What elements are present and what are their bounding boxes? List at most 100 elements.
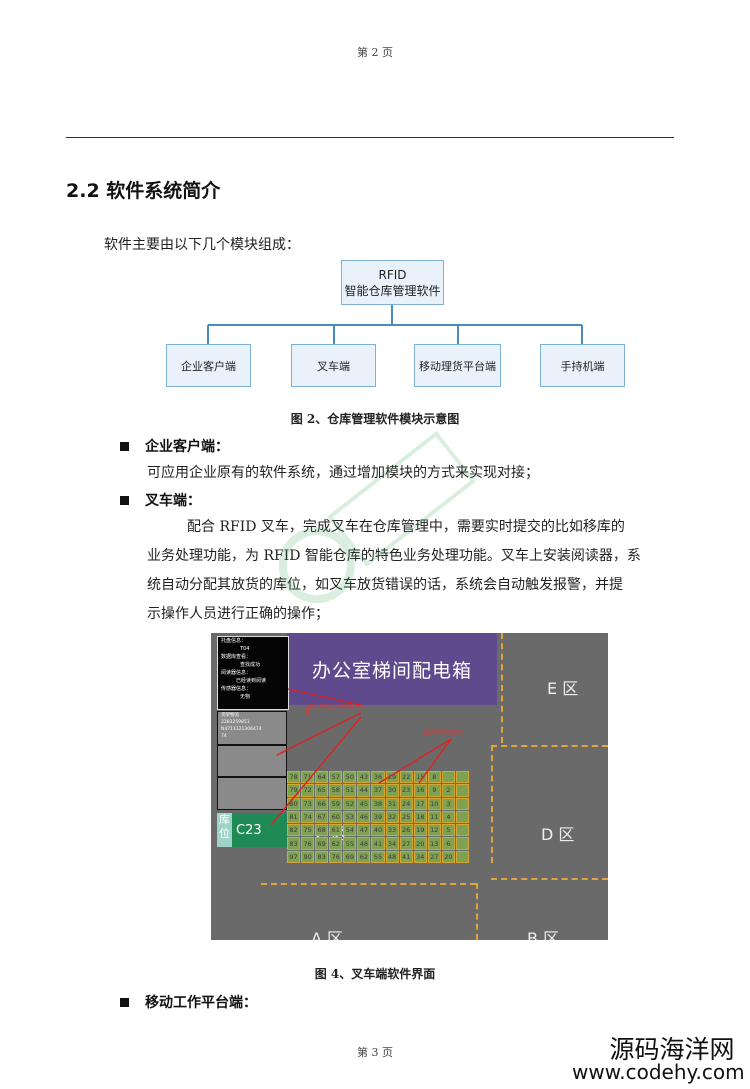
- panel-line: 阅读器信息：: [221, 670, 252, 676]
- grid-cell: [455, 837, 469, 850]
- grid-cell: 97: [287, 850, 301, 863]
- grid-cell: 48: [357, 837, 371, 850]
- grid-cell: 32: [385, 810, 399, 824]
- grid-cell: 74: [301, 810, 315, 824]
- grid-cell: 58: [329, 784, 343, 797]
- grid-cell: [455, 850, 469, 863]
- annotation-arrows: [270, 688, 452, 826]
- diagram-child-handheld: 手持机端: [540, 344, 625, 387]
- grid-cell: 25: [399, 810, 413, 824]
- grid-cell: 2: [441, 784, 455, 797]
- grid-cell: 12: [427, 824, 441, 837]
- grid-cell: 71: [301, 771, 315, 784]
- grid-cell: 62: [329, 837, 343, 850]
- grid-cell: 13: [427, 837, 441, 850]
- grid-cell: 9: [427, 784, 441, 797]
- grid-cell: 68: [315, 824, 329, 837]
- grid-cell: 8: [427, 771, 441, 784]
- root-line2: 智能仓库管理软件: [344, 283, 441, 298]
- grid-cell: 45: [357, 797, 371, 810]
- panel-line: 数据库查看：: [221, 654, 252, 660]
- zone-boundary: [476, 883, 478, 940]
- zone-d-label: D 区: [541, 825, 575, 844]
- grid-cell: 5: [441, 824, 455, 837]
- bullet-enterprise-title: 企业客户端：: [145, 439, 229, 455]
- grid-cell: 26: [399, 824, 413, 837]
- panel-line: 查找成功: [240, 662, 261, 668]
- panel-line: 货架物流: [221, 713, 239, 718]
- watermark-emblem-icon: [278, 430, 477, 604]
- page-number-top: 第 2 页: [357, 46, 393, 59]
- grid-cell: 40: [371, 824, 385, 837]
- tray-info-panel: 托盘信息： T04 数据库查看： 查找成功 阅读器信息： 已经读到阅读 传感器信…: [217, 636, 289, 710]
- grid-cell: 61: [329, 824, 343, 837]
- grid-cell: 67: [315, 810, 329, 824]
- grid-cell: 76: [329, 850, 343, 863]
- grid-cell: 20: [441, 850, 455, 863]
- panel-line: 无物: [240, 694, 251, 700]
- bullet-square-icon: [120, 495, 129, 505]
- zone-boundary: [261, 883, 476, 885]
- intro-text: 软件主要由以下几个模块组成：: [104, 237, 300, 253]
- grid-cell: 48: [385, 850, 399, 863]
- bullet-enterprise-text: 可应用企业原有的软件系统，通过增加模块的方式来实现对接；: [147, 465, 539, 481]
- watermark-logo: [248, 407, 495, 637]
- grid-cell: 10: [427, 797, 441, 810]
- grid-cell: 31: [385, 797, 399, 810]
- panel-line: N4711121306474: [221, 727, 262, 732]
- bullet-forklift: 叉车端：: [120, 490, 201, 510]
- grid-cell: [455, 771, 469, 784]
- grid-cell: 52: [343, 797, 357, 810]
- grid-cell: 69: [343, 850, 357, 863]
- grid-cell: 83: [287, 837, 301, 850]
- grid-cell: 64: [315, 771, 329, 784]
- grid-cell: 82: [287, 824, 301, 837]
- grid-cell: 19: [413, 824, 427, 837]
- grid-cell: 46: [357, 810, 371, 824]
- grid-cell: 30: [385, 784, 399, 797]
- grid-cell: 44: [357, 784, 371, 797]
- panel-line: 托盘信息：: [221, 638, 247, 644]
- grid-cell: 69: [315, 837, 329, 850]
- diagram-root-box: RFID 智能仓库管理软件: [341, 260, 444, 305]
- grid-cell: [455, 797, 469, 810]
- grid-cell: [455, 810, 469, 824]
- bullet-mobile-title: 移动工作平台端：: [145, 995, 257, 1011]
- grid-cell: 20: [413, 837, 427, 850]
- grid-cell: 66: [315, 797, 329, 810]
- empty-panel: [217, 777, 287, 810]
- grid-cell: 11: [427, 810, 441, 824]
- grid-cell: 73: [301, 797, 315, 810]
- slot-code: C23: [232, 813, 287, 847]
- grid-cell: 4: [441, 810, 455, 824]
- empty-panel: [217, 745, 287, 777]
- root-line1: RFID: [378, 267, 407, 282]
- grid-cell: 15: [413, 771, 427, 784]
- diagram-child-enterprise: 企业客户端: [166, 344, 251, 387]
- grid-cell: 37: [371, 784, 385, 797]
- page-number-bottom: 第 3 页: [357, 1046, 393, 1059]
- goods-info-panel: 货架物流 2283259851 N4711121306474 74: [217, 711, 287, 745]
- grid-cell: 55: [371, 850, 385, 863]
- grid-cell: 59: [329, 797, 343, 810]
- page-divider: [66, 137, 674, 138]
- grid-cell: 27: [399, 837, 413, 850]
- panel-line: 传感器信息：: [221, 686, 252, 692]
- grid-cell: [455, 784, 469, 797]
- grid-cell: 34: [413, 850, 427, 863]
- grid-cell: 78: [287, 771, 301, 784]
- office-area-label: 办公室梯间配电箱: [287, 633, 497, 705]
- zone-a-label: A 区: [311, 929, 344, 940]
- forklift-ui-screenshot: 办公室梯间配电箱 E 区 D 区 C 区 A 区 B 区 托盘信息： T04 数…: [211, 633, 608, 940]
- zone-boundary: [501, 633, 503, 743]
- grid-cell: 29: [385, 771, 399, 784]
- grid-cell: 27: [427, 850, 441, 863]
- bullet-square-icon: [120, 997, 129, 1007]
- grid-cell: 65: [315, 784, 329, 797]
- grid-cell: 53: [343, 810, 357, 824]
- grid-cell: 83: [315, 850, 329, 863]
- bullet-forklift-title: 叉车端：: [145, 493, 201, 509]
- panel-line: T04: [240, 646, 250, 652]
- grid-cell: 41: [399, 850, 413, 863]
